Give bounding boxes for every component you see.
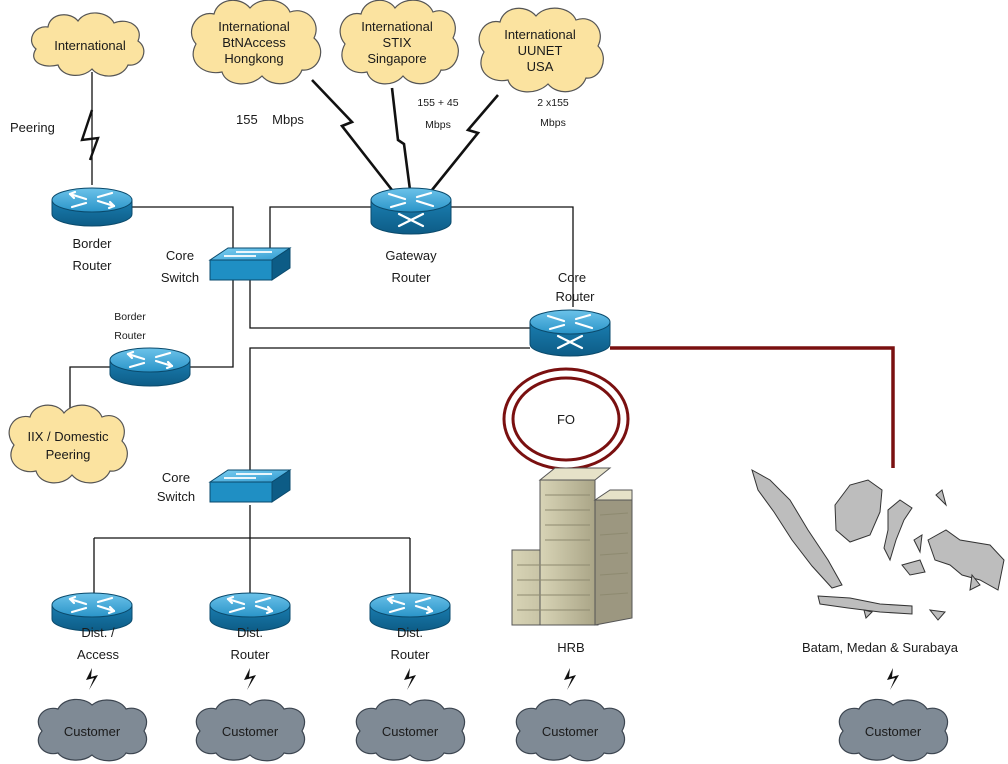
uunet-speed-line1: 2 x155 xyxy=(537,97,569,109)
router-icon xyxy=(369,186,453,236)
switch-icon xyxy=(209,247,291,281)
border-router-2-label-line1: Border xyxy=(114,311,146,323)
customer-cloud-1: Customer xyxy=(37,698,148,762)
customer-label: Customer xyxy=(865,724,922,739)
device-label-line2: Router xyxy=(72,258,112,273)
customer-cloud-2: Customer xyxy=(195,698,306,762)
cloud-btnaccess-hongkong: International BtNAccess Hongkong xyxy=(190,0,322,85)
core-router-label-line1: Core xyxy=(558,270,586,285)
bolt-icon xyxy=(564,668,576,690)
gateway-router: Gateway Router xyxy=(369,186,453,285)
core-switch-2 xyxy=(209,469,291,503)
link-coreswitch1-gateway xyxy=(269,206,372,250)
fo-label: FO xyxy=(557,412,575,427)
cloud-stix-singapore: International STIX Singapore xyxy=(339,0,459,85)
cloud-label-line2: UUNET xyxy=(518,43,563,58)
border-router-2 xyxy=(108,346,192,388)
core-switch-2-label-line2: Switch xyxy=(157,489,195,504)
core-switch-2-label-line1: Core xyxy=(162,470,190,485)
dist-router-1: Dist. Router xyxy=(208,591,292,662)
core-switch-1-label-line2: Switch xyxy=(161,270,199,285)
hrb-label: HRB xyxy=(557,640,584,655)
device-label-line1: Gateway xyxy=(385,248,437,263)
cloud-label-line1: IIX / Domestic xyxy=(28,429,109,444)
device-label-line1: Dist. xyxy=(237,625,263,640)
customer-cloud-3: Customer xyxy=(355,698,466,762)
wan-links xyxy=(80,79,499,191)
uunet-speed-line2: Mbps xyxy=(540,117,566,129)
cloud-label-line3: Hongkong xyxy=(224,51,283,66)
cloud-label-line2: STIX xyxy=(383,35,412,50)
wan-link-btn xyxy=(311,79,394,191)
core-switch-1-label-line1: Core xyxy=(166,248,194,263)
indonesia-map-icon xyxy=(751,468,1005,621)
cloud-label: International xyxy=(54,38,126,53)
device-label-line1: Dist. xyxy=(397,625,423,640)
link-corerouter-coreswitch2 xyxy=(249,347,530,470)
customer-label: Customer xyxy=(222,724,279,739)
customer-cloud-5: Customer xyxy=(838,698,949,762)
router-icon xyxy=(50,186,134,228)
stix-speed-line1: 155 + 45 xyxy=(417,97,458,109)
switch-icon xyxy=(209,469,291,503)
device-label-line2: Router xyxy=(390,647,430,662)
wan-link-uunet xyxy=(430,94,499,191)
peering-label: Peering xyxy=(10,120,55,135)
device-label-line2: Router xyxy=(230,647,270,662)
device-label-line2: Access xyxy=(77,647,119,662)
customer-label: Customer xyxy=(382,724,439,739)
cloud-label-line2: Peering xyxy=(46,447,91,462)
link-coreswitch2-dist xyxy=(93,505,411,600)
core-router xyxy=(528,308,612,358)
cloud-uunet-usa: International UUNET USA xyxy=(478,7,604,93)
bolt-icon xyxy=(86,668,98,690)
device-label-line2: Router xyxy=(391,270,431,285)
btn-speed-label: 155 Mbps xyxy=(236,112,304,127)
dist-access-router: Dist. / Access xyxy=(50,591,134,662)
connection-lines xyxy=(69,72,574,600)
peering-bolt xyxy=(80,109,100,161)
stix-speed-line2: Mbps xyxy=(425,119,451,131)
cloud-iix-domestic: IIX / Domestic Peering xyxy=(8,404,128,484)
device-label-line1: Border xyxy=(72,236,112,251)
fiber-link-regional xyxy=(610,346,895,468)
hrb-building-icon xyxy=(511,467,633,626)
cloud-label-line3: Singapore xyxy=(367,51,426,66)
cloud-label-line1: International xyxy=(504,27,576,42)
fiber-optic-ring: FO xyxy=(502,367,630,471)
link-coreswitch1-corerouter xyxy=(249,280,530,329)
link-coreswitch1-border2 xyxy=(190,280,234,368)
customer-cloud-4: Customer xyxy=(515,698,626,762)
cloud-label-line2: BtNAccess xyxy=(222,35,286,50)
bolt-icon xyxy=(244,668,256,690)
core-switch-1 xyxy=(209,247,291,281)
router-icon xyxy=(528,308,612,358)
customer-label: Customer xyxy=(542,724,599,739)
border-router-2-label-line2: Router xyxy=(114,330,146,342)
dist-router-2: Dist. Router xyxy=(368,591,452,662)
customer-label: Customer xyxy=(64,724,121,739)
bolt-icon xyxy=(887,668,899,690)
link-border1-coreswitch1 xyxy=(130,206,234,250)
cloud-label-line3: USA xyxy=(527,59,554,74)
regional-label: Batam, Medan & Surabaya xyxy=(802,640,959,655)
border-router-1: Border Router xyxy=(50,186,134,273)
core-router-label-line2: Router xyxy=(555,289,595,304)
cloud-label-line1: International xyxy=(218,19,290,34)
customer-bolts xyxy=(86,668,899,690)
device-label-line1: Dist. / xyxy=(81,625,115,640)
bolt-icon xyxy=(404,668,416,690)
wan-link-stix xyxy=(390,87,412,191)
router-icon xyxy=(108,346,192,388)
cloud-international-peering: International xyxy=(31,12,145,77)
cloud-label-line1: International xyxy=(361,19,433,34)
link-gateway-corerouter xyxy=(450,206,574,307)
